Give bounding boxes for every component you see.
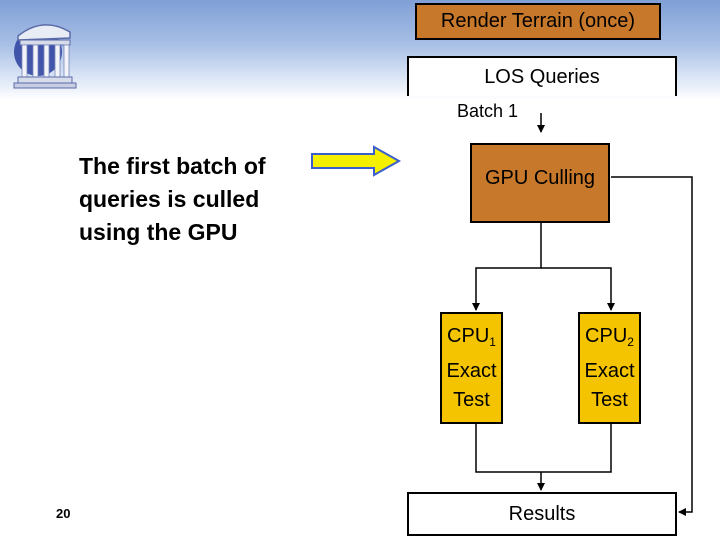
- cpu1-line3: Test: [453, 388, 490, 411]
- bypass-arrow: [611, 176, 693, 516]
- cpu2-line2: Exact: [584, 359, 635, 382]
- cpu2-label: CPU: [585, 324, 628, 347]
- fork-arrow-cpu2: [541, 267, 615, 311]
- cpu2-line3: Test: [591, 388, 628, 411]
- gpu-culling-box: GPU Culling: [470, 143, 610, 223]
- cpu2-subscript: 2: [627, 334, 634, 349]
- page-number: 20: [56, 506, 71, 521]
- old-well-icon: [13, 24, 77, 89]
- cpu1-label: CPU: [447, 324, 490, 347]
- cpu2-exact-test-box: CPU2 Exact Test: [578, 312, 641, 424]
- cpu2-name: CPU2: [585, 322, 634, 357]
- los-queries-box: LOS Queries: [407, 56, 677, 96]
- results-box: Results: [407, 492, 677, 536]
- cpu1-subscript: 1: [489, 334, 496, 349]
- batch-label: Batch 1: [457, 101, 519, 121]
- cpu1-exact-test-box: CPU1 Exact Test: [440, 312, 503, 424]
- fork-arrow-cpu1: [472, 223, 542, 311]
- render-terrain-box: Render Terrain (once): [415, 3, 661, 40]
- join-line: [475, 424, 612, 473]
- cpu1-line2: Exact: [446, 359, 497, 382]
- cpu1-name: CPU1: [447, 322, 496, 357]
- right-arrow-icon: [311, 145, 402, 177]
- slide-description: The first batch of queries is culled usi…: [79, 153, 266, 245]
